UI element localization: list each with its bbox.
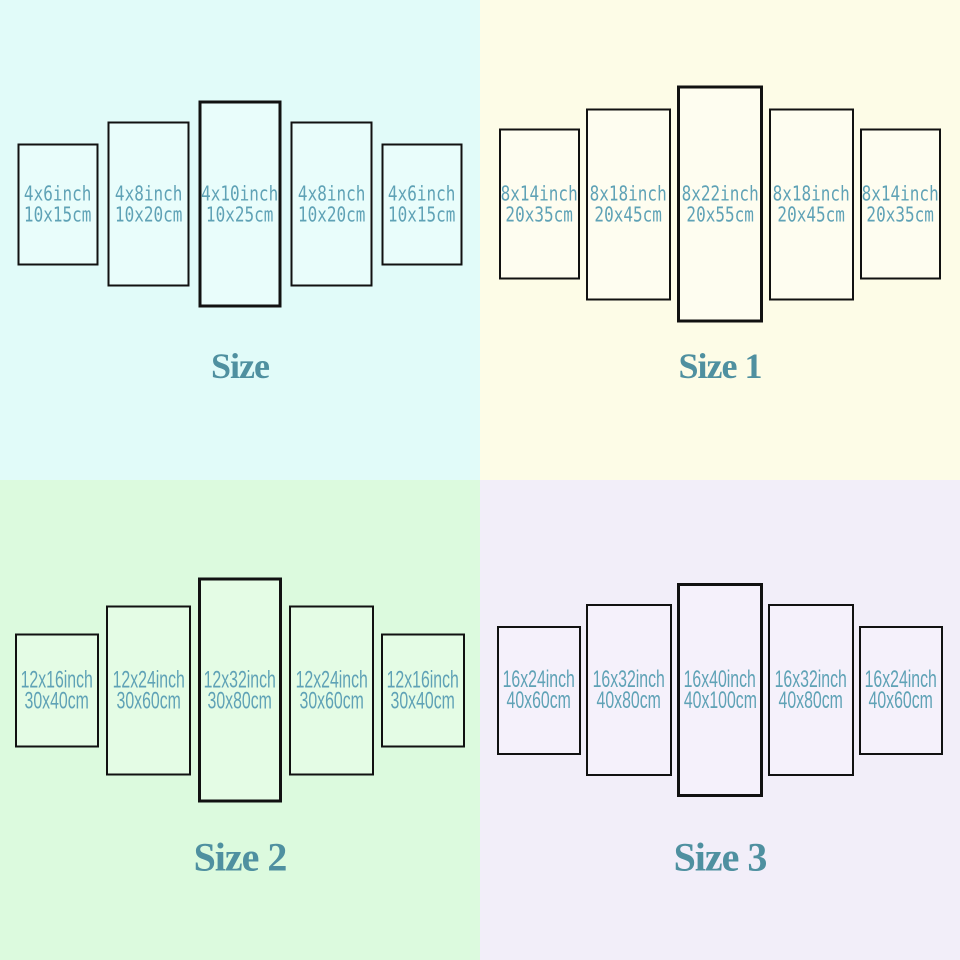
panel-size-inch: 8x18inch	[589, 181, 668, 205]
panel-size-inch: 8x14inch	[500, 181, 579, 205]
panel-size-cm: 30x60cm	[299, 687, 364, 714]
panel-size-inch: 4x6inch	[24, 181, 92, 205]
panel-size-inch: 12x24inch	[112, 666, 185, 693]
panel-size-inch: 16x32inch	[592, 666, 666, 693]
panel-size-inch: 16x24inch	[502, 666, 576, 693]
quadrant-title: Size	[211, 346, 270, 386]
panel-size-inch: 12x16inch	[386, 666, 460, 693]
quadrant-title: Size 3	[673, 834, 768, 880]
panel-size-inch: 12x24inch	[295, 666, 368, 693]
panel-size-cm: 10x25cm	[206, 202, 274, 226]
panel-size-cm: 40x60cm	[506, 687, 572, 714]
panel-size-cm: 40x80cm	[778, 687, 844, 714]
panel-size-inch: 16x24inch	[864, 666, 938, 693]
panel-size-cm: 10x20cm	[114, 202, 183, 226]
panel-size-cm: 10x15cm	[24, 202, 92, 226]
panel-size-cm: 30x40cm	[24, 687, 90, 714]
panel-size-inch: 12x32inch	[203, 666, 277, 693]
panel-size-inch: 8x22inch	[681, 181, 759, 205]
panel-size-cm: 10x15cm	[388, 202, 456, 226]
panel-size-inch: 12x16inch	[20, 666, 94, 693]
panel-size-inch: 8x18inch	[772, 181, 851, 205]
panel-size-cm: 20x45cm	[777, 202, 846, 226]
panel-size-cm: 20x35cm	[866, 202, 935, 226]
panel-size-cm: 20x55cm	[686, 202, 754, 226]
panel-size-cm: 30x40cm	[390, 687, 456, 714]
panel-size-inch: 4x8inch	[297, 181, 366, 205]
quadrant-title: Size 1	[678, 346, 763, 386]
panel-size-inch: 4x10inch	[201, 181, 279, 205]
panel-size-cm: 40x100cm	[683, 687, 757, 714]
panel-size-cm: 40x80cm	[596, 687, 662, 714]
panel-size-cm: 40x60cm	[868, 687, 934, 714]
panel-size-inch: 4x6inch	[388, 181, 456, 205]
panel-size-inch: 8x14inch	[861, 181, 940, 205]
panel-size-inch: 16x32inch	[774, 666, 848, 693]
panel-size-cm: 10x20cm	[297, 202, 366, 226]
panel-size-cm: 20x45cm	[594, 202, 663, 226]
panel-size-inch: 4x8inch	[114, 181, 183, 205]
panel-size-inch: 16x40inch	[683, 666, 757, 693]
panel-size-cm: 30x80cm	[207, 687, 273, 714]
panel-size-cm: 30x60cm	[116, 687, 181, 714]
quadrant-title: Size 2	[193, 834, 288, 880]
panel-size-cm: 20x35cm	[505, 202, 574, 226]
